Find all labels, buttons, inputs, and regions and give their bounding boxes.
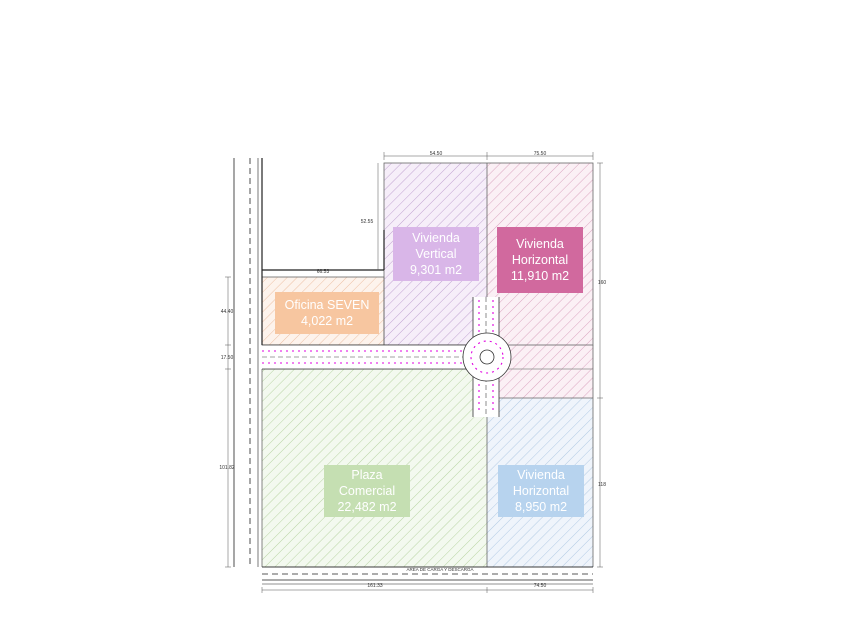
dim-right-lower: 118 [598, 482, 606, 488]
label-oficina-seven-line1: Oficina SEVEN [284, 298, 370, 312]
label-vivienda-vertical-line2: Vertical [415, 247, 457, 261]
label-vivienda-vertical-line1: Vivienda [412, 231, 460, 245]
dim-bottom-right: 74.50 [534, 583, 547, 589]
label-plaza-comercial-line2: Comercial [338, 484, 396, 498]
label-plaza-comercial-line1: Plaza [351, 468, 383, 482]
label-plaza-comercial: Plaza Comercial 22,482 m2 [324, 465, 410, 517]
roundabout [462, 332, 512, 382]
dim-left-lower: 101.82 [219, 465, 235, 471]
label-vivienda-horizontal-bottom-line1: Vivienda [517, 468, 565, 482]
label-vivienda-vertical: Vivienda Vertical 9,301 m2 [393, 227, 479, 281]
label-vivienda-horizontal-top-area: 11,910 m2 [510, 269, 570, 283]
dim-top-right: 75.50 [534, 151, 547, 157]
dim-top-left: 54.50 [430, 151, 443, 157]
main-road [262, 344, 477, 370]
label-vivienda-horizontal-top: Vivienda Horizontal 11,910 m2 [497, 227, 583, 293]
dim-bottom-left: 161.33 [367, 583, 383, 589]
label-vivienda-horizontal-top-line1: Vivienda [516, 237, 564, 251]
label-vivienda-horizontal-bottom-line2: Horizontal [512, 484, 570, 498]
dim-oficina-top: 66.53 [317, 269, 330, 275]
bottom-strip-label: AREA DE CARGA Y DESCARGA [406, 567, 473, 572]
dim-left-oficina: 44.40 [221, 309, 234, 315]
label-vivienda-horizontal-bottom-area: 8,950 m2 [514, 500, 568, 514]
label-oficina-seven-area: 4,022 m2 [300, 314, 354, 328]
label-vivienda-horizontal-bottom: Vivienda Horizontal 8,950 m2 [498, 465, 584, 517]
dimension-lines [225, 152, 603, 593]
label-vivienda-horizontal-top-line2: Horizontal [511, 253, 569, 267]
left-street [233, 158, 385, 567]
label-oficina-seven: Oficina SEVEN 4,022 m2 [275, 292, 379, 334]
label-plaza-comercial-area: 22,482 m2 [337, 500, 397, 514]
dim-left-road: 17.50 [221, 355, 234, 361]
bottom-street [262, 566, 593, 585]
dim-left-upper-vertical: 52.55 [361, 219, 374, 225]
label-vivienda-vertical-area: 9,301 m2 [409, 263, 463, 277]
dim-right-upper: 160 [598, 280, 607, 286]
